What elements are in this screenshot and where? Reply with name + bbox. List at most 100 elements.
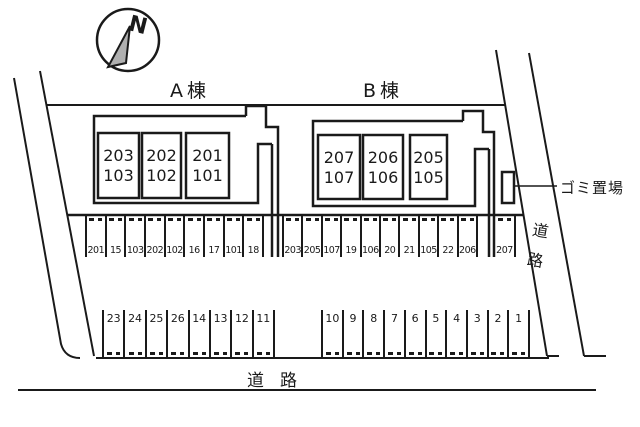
compass-needle-icon bbox=[106, 25, 131, 69]
parking-stall-102: 102 bbox=[163, 215, 184, 257]
room-a-201-101 bbox=[184, 131, 231, 200]
unit-upper: 203 bbox=[103, 146, 134, 165]
stall-dash-mark bbox=[286, 218, 300, 221]
stall-dash-mark bbox=[187, 218, 201, 221]
stall-number: 23 bbox=[106, 312, 121, 325]
compass-north-glyph: N bbox=[126, 11, 150, 40]
stall-dash-mark bbox=[227, 218, 241, 221]
stall-dash-mark bbox=[367, 352, 381, 355]
garbage-area-label: ゴミ置場 bbox=[560, 179, 625, 197]
unit-b-1: 207 107 bbox=[318, 140, 360, 196]
stall-dash-mark bbox=[305, 218, 319, 221]
stall-dash-mark bbox=[256, 352, 270, 355]
road-left-outer-edge bbox=[13, 77, 81, 359]
parking-stall-21: 21 bbox=[398, 215, 417, 257]
stall-number: 107 bbox=[323, 245, 340, 256]
stall-dash-mark bbox=[168, 218, 182, 221]
stall-dash-mark bbox=[402, 218, 416, 221]
stall-number: 105 bbox=[420, 245, 437, 256]
stall-number: 19 bbox=[345, 245, 357, 256]
unit-a-2: 202 102 bbox=[142, 138, 181, 194]
parking-stall-20: 20 bbox=[379, 215, 398, 257]
stall-dash-mark bbox=[109, 218, 122, 221]
unit-lower: 103 bbox=[103, 166, 134, 185]
stall-dash-mark bbox=[346, 352, 360, 355]
stall-dash-mark bbox=[107, 352, 121, 355]
stall-dash-mark bbox=[325, 352, 339, 355]
stall-dash-mark bbox=[387, 352, 401, 355]
stall-number: 14 bbox=[192, 312, 207, 325]
parking-stall-207: 207 bbox=[493, 215, 516, 257]
stall-number: 101 bbox=[225, 245, 242, 256]
stall-dash-mark bbox=[148, 218, 162, 221]
parking-stall-24: 24 bbox=[123, 310, 144, 358]
road-left-inner-edge bbox=[39, 70, 95, 357]
parking-stall-18: 18 bbox=[242, 215, 265, 257]
parking-stall-12: 12 bbox=[230, 310, 251, 358]
parking-stall-4: 4 bbox=[445, 310, 466, 358]
unit-b-3: 205 105 bbox=[410, 140, 447, 196]
stall-number: 201 bbox=[87, 245, 105, 256]
parking-stall-17: 17 bbox=[203, 215, 223, 257]
stall-dash-mark bbox=[246, 218, 260, 221]
parking-stall-5: 5 bbox=[424, 310, 446, 358]
stall-dash-mark bbox=[460, 218, 474, 221]
stall-dash-mark bbox=[89, 218, 103, 221]
parking-stall-203: 203 bbox=[282, 215, 302, 257]
stall-number: 17 bbox=[208, 245, 220, 256]
parking-stall-13: 13 bbox=[208, 310, 230, 358]
stall-dash-mark bbox=[344, 218, 358, 221]
stall-number: 11 bbox=[256, 312, 271, 325]
parking-stall-11: 11 bbox=[251, 310, 275, 358]
parking-stall-202: 202 bbox=[144, 215, 164, 257]
parking-stall-25: 25 bbox=[144, 310, 166, 358]
parking-stall-101: 101 bbox=[222, 215, 243, 257]
building-b-label: B棟 bbox=[362, 80, 404, 102]
unit-lower: 101 bbox=[192, 166, 223, 185]
road-right-inner-edge bbox=[495, 49, 548, 357]
building-b-stair-step bbox=[461, 109, 496, 257]
road-right-outer-edge bbox=[528, 52, 585, 357]
stall-dash-mark bbox=[171, 352, 185, 355]
stall-dash-mark bbox=[192, 352, 206, 355]
stall-number: 21 bbox=[403, 245, 416, 256]
parking-stall-201: 201 bbox=[85, 215, 105, 257]
parking-stall-15: 15 bbox=[104, 215, 125, 257]
stall-number: 5 bbox=[432, 312, 440, 325]
stall-number: 12 bbox=[234, 312, 249, 325]
parking-stall-26: 26 bbox=[166, 310, 187, 358]
parking-stall-10: 10 bbox=[321, 310, 342, 358]
unit-lower: 107 bbox=[323, 168, 355, 187]
unit-lower: 102 bbox=[146, 166, 177, 185]
stall-dash-mark bbox=[128, 352, 142, 355]
unit-upper: 201 bbox=[192, 146, 223, 165]
stall-number: 1 bbox=[515, 312, 523, 325]
parking-stall-22: 22 bbox=[437, 215, 456, 257]
unit-lower: 105 bbox=[413, 168, 444, 187]
unit-a-1: 203 103 bbox=[98, 138, 139, 194]
stall-dash-mark bbox=[363, 218, 377, 221]
stall-dash-mark bbox=[498, 218, 511, 221]
stall-number: 203 bbox=[284, 245, 302, 256]
stall-number: 206 bbox=[459, 245, 476, 256]
stall-number: 15 bbox=[109, 245, 122, 256]
stall-number: 24 bbox=[128, 312, 143, 325]
compass-circle bbox=[95, 7, 161, 73]
parking-stall-107: 107 bbox=[320, 215, 340, 257]
stall-number: 2 bbox=[494, 312, 502, 325]
building-a-label: A棟 bbox=[170, 80, 210, 102]
stall-dash-mark bbox=[235, 352, 249, 355]
stall-number: 4 bbox=[453, 312, 461, 325]
unit-b-2: 206 106 bbox=[363, 140, 403, 196]
stall-dash-mark bbox=[441, 218, 455, 221]
parking-stall-3: 3 bbox=[465, 310, 487, 358]
stall-number: 9 bbox=[349, 312, 357, 325]
stall-number: 102 bbox=[166, 245, 183, 256]
stall-number: 10 bbox=[325, 312, 340, 325]
parking-stall-205: 205 bbox=[301, 215, 321, 257]
stall-number: 202 bbox=[146, 245, 164, 256]
stall-number: 7 bbox=[390, 312, 398, 325]
